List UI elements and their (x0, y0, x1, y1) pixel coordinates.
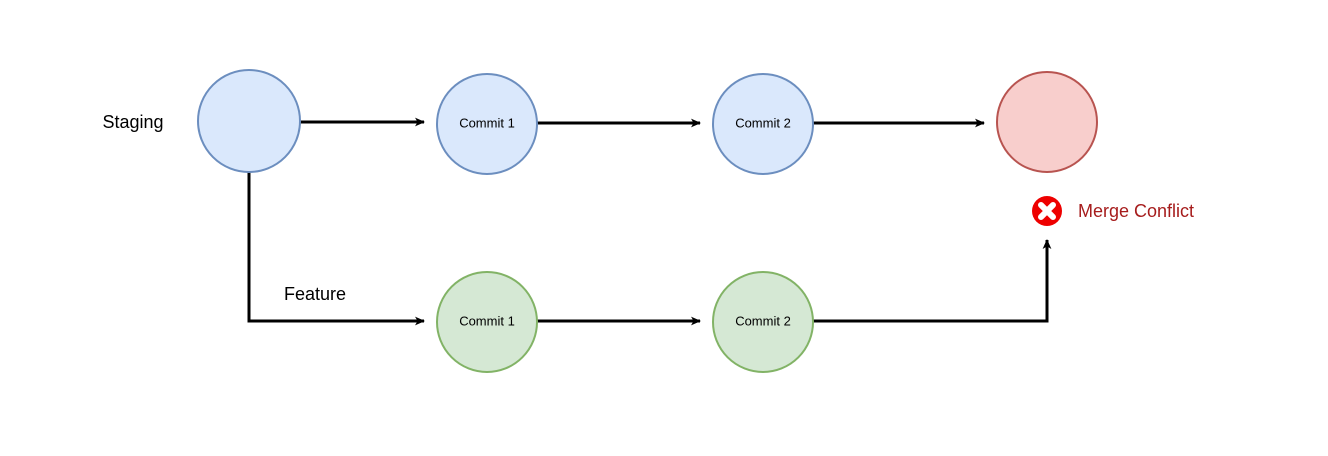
node-label-feature-commit-2: Commit 2 (735, 313, 791, 328)
node-label-feature-commit-1: Commit 1 (459, 313, 515, 328)
branch-feature: Feature Commit 1 Commit 2 (284, 271, 814, 373)
node-feature-commit-1[interactable]: Commit 1 (436, 271, 538, 373)
branch-label-feature: Feature (284, 284, 346, 304)
node-circle-feature-commit-2[interactable] (712, 271, 814, 373)
node-staging-merge[interactable] (996, 71, 1098, 173)
node-staging-commit-1[interactable]: Commit 1 (436, 73, 538, 175)
merge-conflict-label: Merge Conflict (1078, 201, 1194, 221)
edge-branch-off-to-feature-commit-1 (247, 172, 425, 326)
node-circle-staging-root[interactable] (197, 69, 301, 173)
branch-label-staging: Staging (102, 112, 163, 132)
merge-conflict-marker: Merge Conflict (1032, 196, 1194, 226)
node-label-staging-commit-1: Commit 1 (459, 115, 515, 130)
edges-layer (247, 117, 1052, 326)
node-circle-staging-merge[interactable] (996, 71, 1098, 173)
node-staging-commit-2[interactable]: Commit 2 (712, 73, 814, 175)
node-label-staging-commit-2: Commit 2 (735, 115, 791, 130)
branch-staging: Staging Commit 1 Commit 2 (102, 69, 1098, 175)
node-staging-root[interactable] (197, 69, 301, 173)
error-cross-icon (1032, 196, 1062, 226)
node-circle-staging-commit-1[interactable] (436, 73, 538, 175)
node-circle-staging-commit-2[interactable] (712, 73, 814, 175)
node-circle-feature-commit-1[interactable] (436, 271, 538, 373)
node-feature-commit-2[interactable]: Commit 2 (712, 271, 814, 373)
edge-feature-commit-2-to-merge-conflict (813, 239, 1052, 323)
error-cross-icon-mark (1038, 202, 1056, 220)
